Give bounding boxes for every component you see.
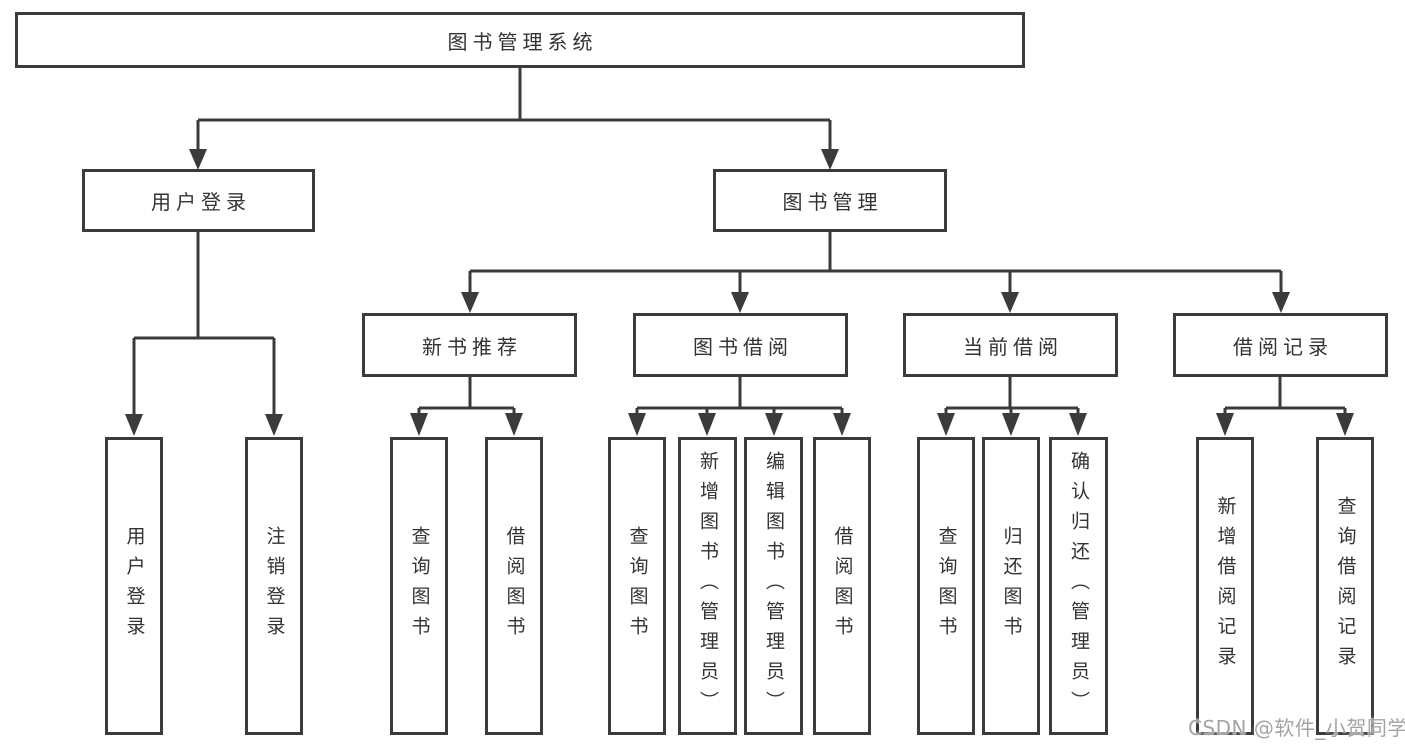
node-root: 图书管理系统 [15, 12, 1025, 68]
leaf-edit-book-admin: 编辑图书（管理员） [744, 437, 803, 735]
leaf-add-borrow-record-label: 新增借阅记录 [1214, 496, 1237, 676]
node-current-borrowing: 当前借阅 [903, 313, 1118, 377]
node-borrowing-records-label: 借阅记录 [1233, 334, 1333, 359]
node-root-label: 图书管理系统 [447, 29, 598, 54]
connector-new-book-branch [410, 375, 523, 436]
csdn-watermark: CSDN @软件_小贺同学 [1188, 716, 1405, 740]
leaf-query-books-recommend: 查询图书 [390, 437, 448, 735]
leaf-query-books-recommend-label: 查询图书 [408, 526, 431, 646]
leaf-confirm-return-admin-label: 确认归还（管理员） [1068, 451, 1090, 721]
leaf-query-books-current: 查询图书 [917, 437, 975, 735]
leaf-edit-book-admin-label: 编辑图书（管理员） [763, 451, 785, 721]
leaf-borrow-books-borrowing: 借阅图书 [813, 437, 871, 735]
node-book-borrowing: 图书借阅 [633, 313, 848, 377]
node-new-book-recommend: 新书推荐 [362, 313, 577, 377]
leaf-borrow-books-recommend: 借阅图书 [485, 437, 543, 735]
connector-user-login-branch [125, 230, 283, 436]
leaf-add-book-admin: 新增图书（管理员） [678, 437, 737, 735]
leaf-query-borrow-record-label: 查询借阅记录 [1334, 496, 1357, 676]
leaf-query-books-borrowing-label: 查询图书 [626, 526, 649, 646]
leaf-borrow-books-borrowing-label: 借阅图书 [831, 526, 854, 646]
connector-book-management-branch [461, 230, 1290, 313]
node-user-login-label: 用户登录 [151, 190, 251, 214]
leaf-add-borrow-record: 新增借阅记录 [1196, 437, 1254, 735]
connector-book-borrowing-branch [628, 375, 851, 436]
leaf-logout-label: 注销登录 [263, 526, 286, 646]
node-book-management: 图书管理 [713, 169, 947, 232]
node-current-borrowing-label: 当前借阅 [963, 334, 1063, 359]
connector-borrowing-records-branch [1216, 375, 1354, 436]
node-user-login: 用户登录 [82, 169, 315, 232]
leaf-query-books-borrowing: 查询图书 [608, 437, 666, 735]
connector-current-borrowing-branch [937, 375, 1087, 436]
leaf-logout: 注销登录 [245, 437, 303, 735]
leaf-borrow-books-recommend-label: 借阅图书 [503, 526, 526, 646]
leaf-add-book-admin-label: 新增图书（管理员） [697, 451, 719, 721]
leaf-return-books-label: 归还图书 [1000, 526, 1023, 646]
node-book-management-label: 图书管理 [782, 190, 883, 214]
connector-root-branch [189, 66, 839, 170]
leaf-confirm-return-admin: 确认归还（管理员） [1049, 437, 1108, 735]
node-borrowing-records: 借阅记录 [1173, 313, 1388, 377]
leaf-user-login-label: 用户登录 [123, 526, 146, 646]
leaf-query-borrow-record: 查询借阅记录 [1316, 437, 1374, 735]
node-new-book-recommend-label: 新书推荐 [422, 334, 522, 359]
leaf-return-books: 归还图书 [982, 437, 1040, 735]
leaf-user-login: 用户登录 [105, 437, 163, 735]
leaf-query-books-current-label: 查询图书 [935, 526, 958, 646]
node-book-borrowing-label: 图书借阅 [693, 334, 793, 359]
